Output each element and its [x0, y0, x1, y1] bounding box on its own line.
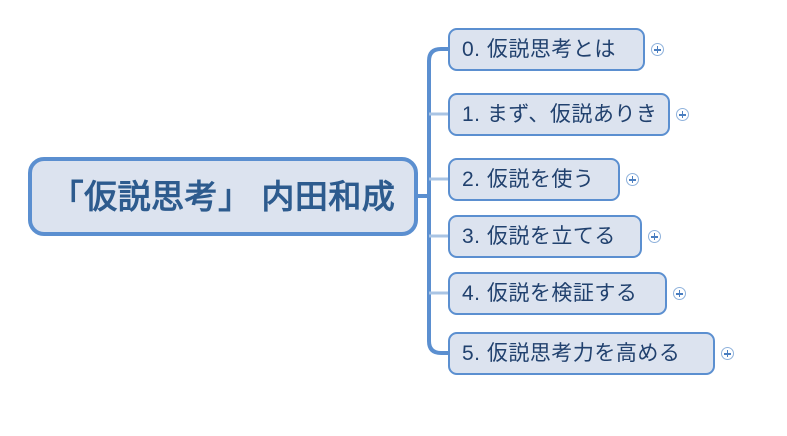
child-node-label: 4. 仮説を検証する [462, 282, 638, 305]
child-node-1[interactable]: 1. まず、仮説ありき [448, 93, 670, 136]
expand-plus-icon-3[interactable] [648, 230, 661, 243]
child-node-label: 5. 仮説思考力を高める [462, 342, 681, 365]
expand-plus-icon-1[interactable] [676, 108, 689, 121]
root-node-label: 「仮説思考」 内田和成 [50, 178, 396, 215]
child-node-3[interactable]: 3. 仮説を立てる [448, 215, 642, 258]
expand-plus-icon-0[interactable] [651, 43, 664, 56]
expand-plus-icon-5[interactable] [721, 347, 734, 360]
child-node-label: 2. 仮説を使う [462, 168, 595, 191]
child-node-label: 0. 仮説思考とは [462, 38, 616, 61]
root-node[interactable]: 「仮説思考」 内田和成 [28, 157, 418, 236]
child-node-5[interactable]: 5. 仮説思考力を高める [448, 332, 715, 375]
child-node-4[interactable]: 4. 仮説を検証する [448, 272, 667, 315]
expand-plus-icon-4[interactable] [673, 287, 686, 300]
child-node-label: 3. 仮説を立てる [462, 225, 616, 248]
child-node-label: 1. まず、仮説ありき [462, 103, 658, 126]
trunk-path [427, 47, 450, 355]
child-node-0[interactable]: 0. 仮説思考とは [448, 28, 645, 71]
child-node-2[interactable]: 2. 仮説を使う [448, 158, 620, 201]
expand-plus-icon-2[interactable] [626, 173, 639, 186]
